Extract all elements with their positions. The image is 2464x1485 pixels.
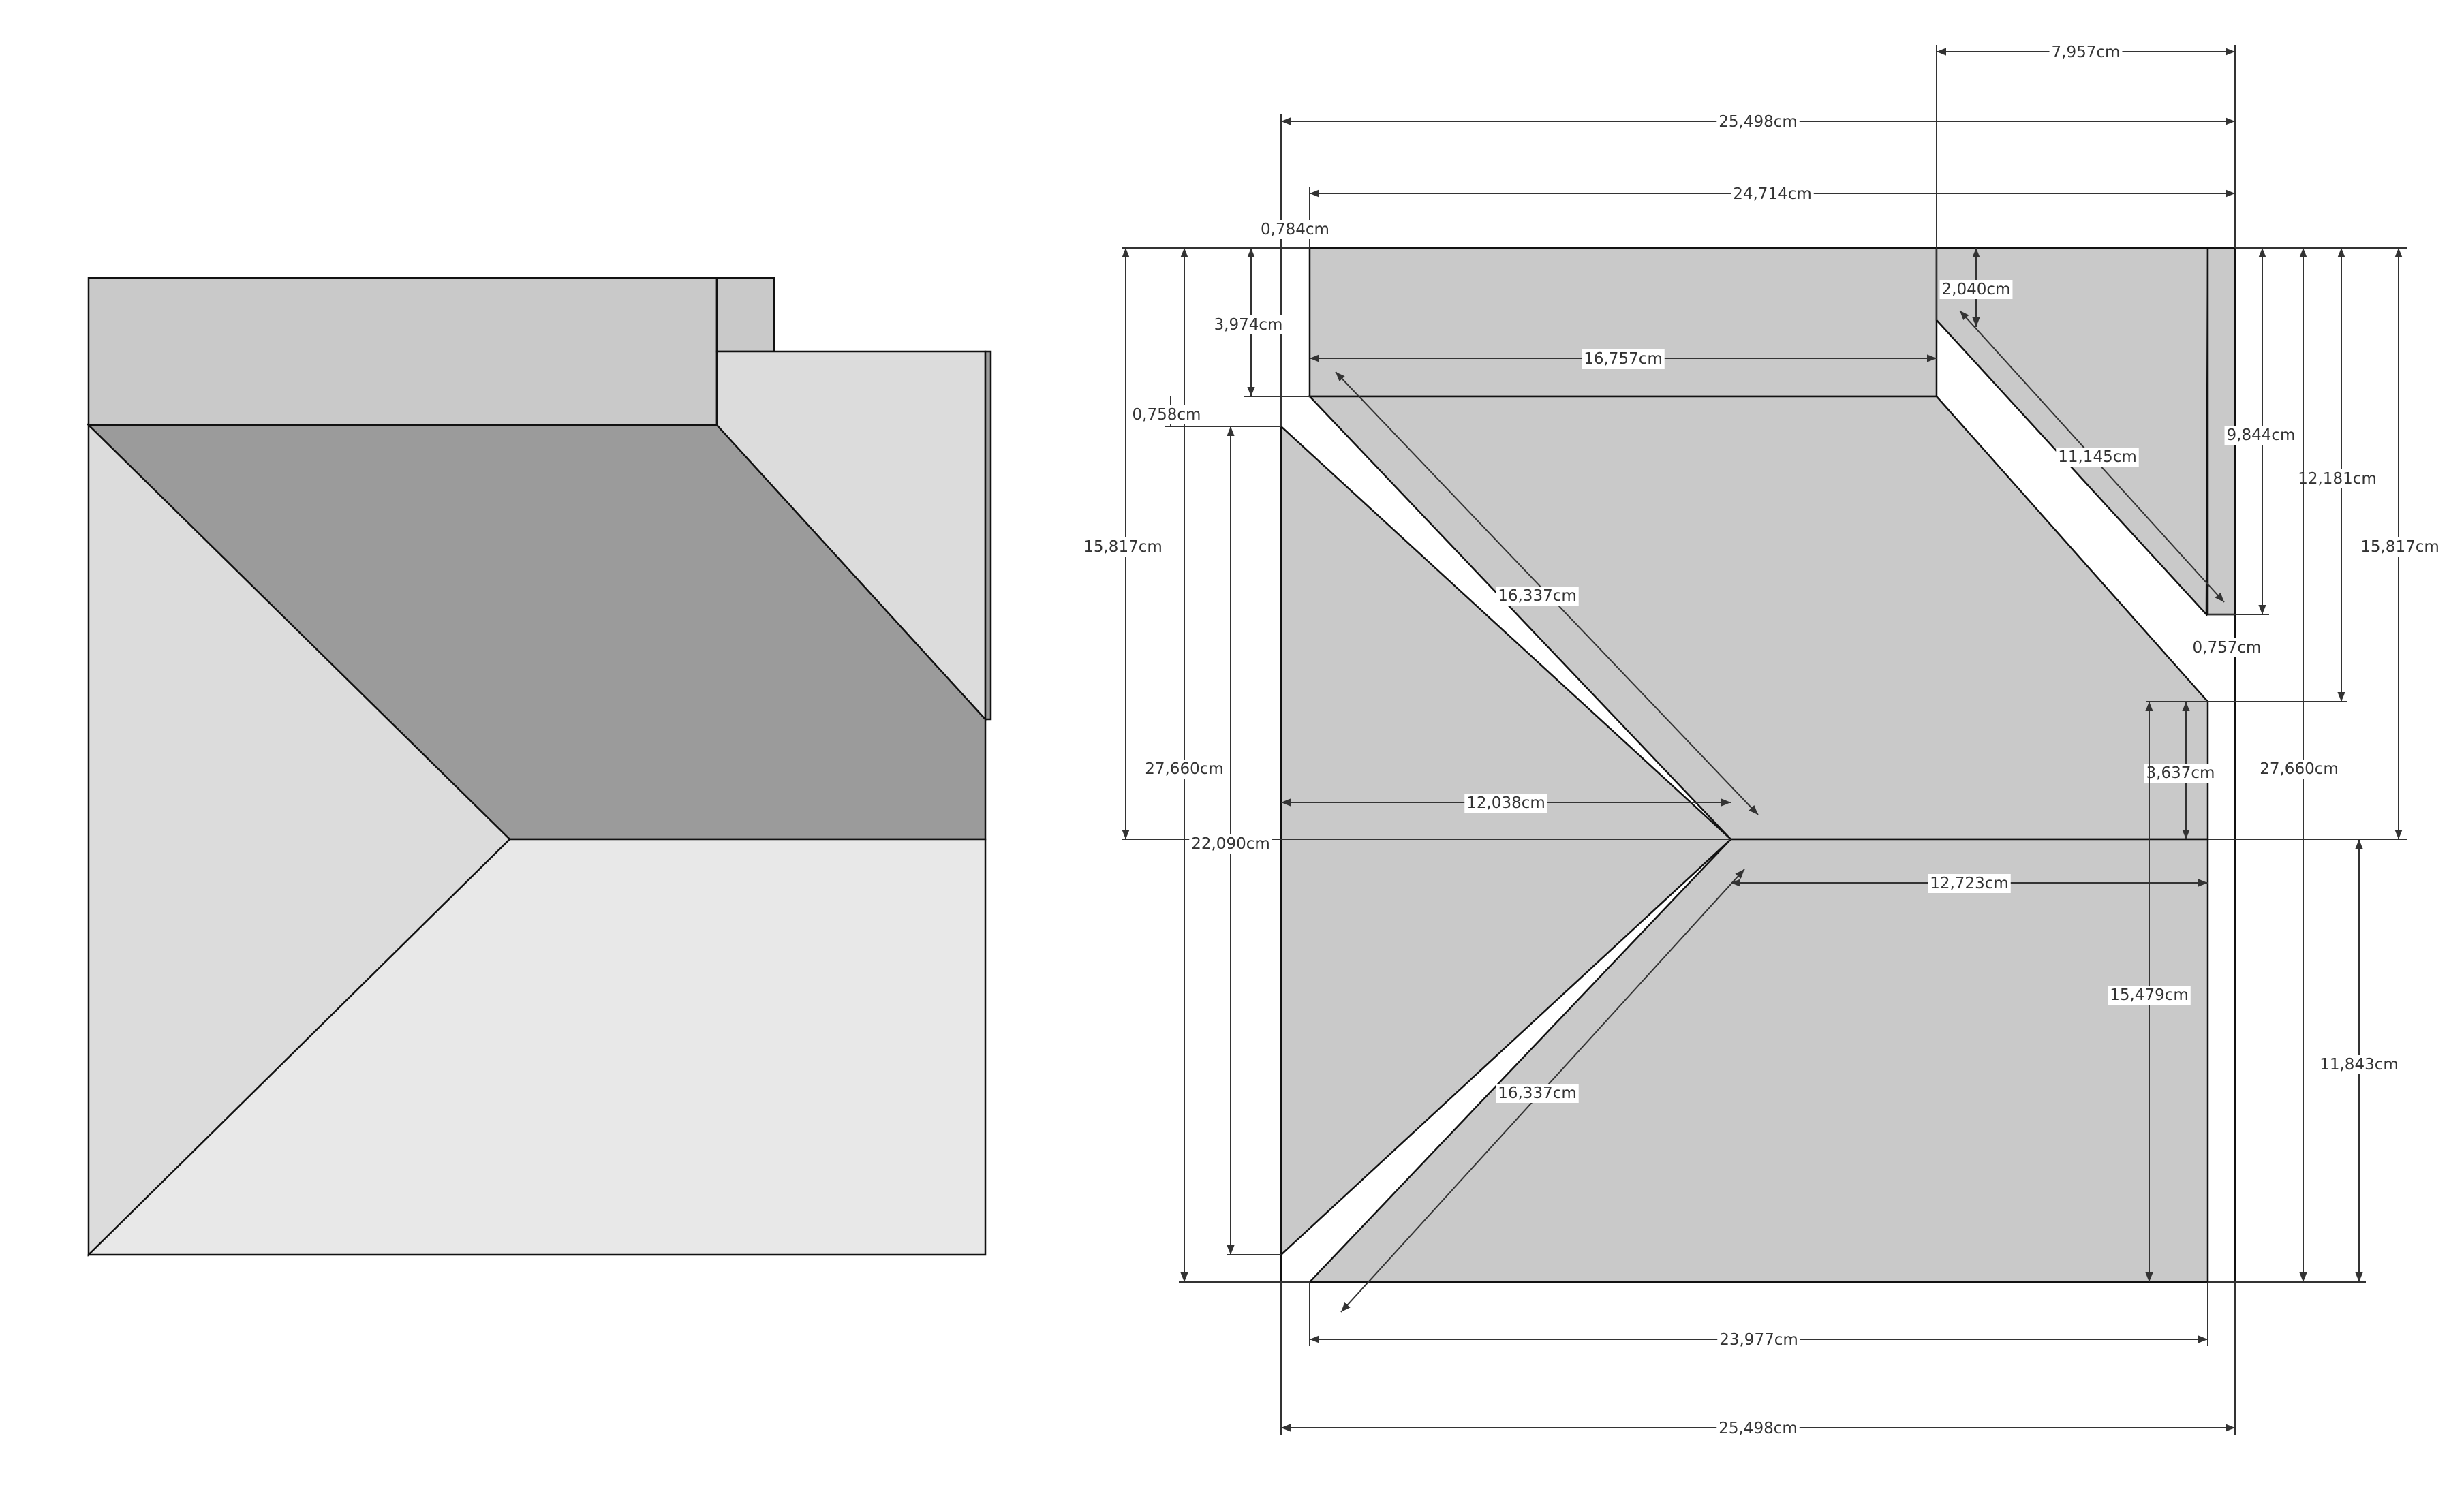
dim-corner-gap: 2,040cm bbox=[1942, 281, 2011, 298]
dim-label-backing bbox=[1582, 349, 1665, 369]
dim-right-small-height: 3,637cm bbox=[2146, 764, 2215, 782]
dim-label-backing bbox=[2317, 1055, 2401, 1074]
dim-label-backing bbox=[1496, 1084, 1579, 1103]
dim-left-inner-height: 22,090cm bbox=[1191, 835, 1270, 853]
dim-right-height-total: 27,660cm bbox=[2260, 760, 2339, 778]
dim-right-height-mid: 12,181cm bbox=[2298, 470, 2377, 488]
dim-total-width-bottom: 25,498cm bbox=[1719, 1420, 1798, 1437]
dim-slot-diagonal: 11,145cm bbox=[2058, 448, 2137, 466]
dim-label-backing bbox=[2190, 638, 2264, 657]
flat-pattern-view bbox=[1280, 247, 2236, 1283]
dim-label-backing bbox=[1081, 537, 1165, 557]
dim-label-backing bbox=[1717, 1330, 1800, 1349]
dim-left-offset-top: 0,784cm bbox=[1261, 221, 1329, 238]
dim-ridge-left-width: 12,038cm bbox=[1466, 794, 1545, 812]
roof-3d-view bbox=[86, 277, 992, 1257]
dim-slot-height: 9,844cm bbox=[2227, 426, 2296, 444]
dim-top-right-width: 7,957cm bbox=[2052, 44, 2121, 61]
dim-right-lower-height: 11,843cm bbox=[2320, 1056, 2399, 1074]
dim-label-backing bbox=[1189, 834, 1272, 854]
dim-label-backing bbox=[2358, 537, 2442, 557]
dim-right-height-upper: 15,817cm bbox=[2360, 538, 2439, 556]
dim-label-backing bbox=[1716, 1419, 1800, 1438]
dim-left-height-upper: 15,817cm bbox=[1083, 538, 1162, 556]
roof-chimney-step bbox=[715, 277, 775, 353]
roof-front-face bbox=[86, 838, 987, 1256]
dim-top-strip-height: 3,974cm bbox=[1214, 316, 1283, 334]
dim-label-backing bbox=[1731, 185, 1814, 204]
dim-label-backing bbox=[1716, 112, 1800, 131]
dim-label-backing bbox=[2144, 764, 2217, 783]
dim-label-backing bbox=[1939, 280, 2013, 299]
dim-diagonal-lower: 16,337cm bbox=[1498, 1084, 1577, 1102]
dim-label-backing bbox=[2056, 448, 2139, 467]
dim-label-backing bbox=[1928, 874, 2011, 893]
dim-top-panel-width: 16,757cm bbox=[1584, 350, 1663, 368]
pattern-top-panel bbox=[1308, 247, 1938, 398]
dim-label-backing bbox=[2296, 469, 2379, 488]
dim-left-height-total: 27,660cm bbox=[1145, 760, 1224, 778]
dim-ridge-right-width: 12,723cm bbox=[1930, 875, 2009, 892]
dim-inner-width-top: 24,714cm bbox=[1733, 185, 1812, 203]
dim-left-step: 0,758cm bbox=[1133, 406, 1201, 424]
dim-bottom-inner-width: 23,977cm bbox=[1719, 1331, 1798, 1349]
roof-gable-edge bbox=[984, 350, 992, 721]
dim-label-backing bbox=[2108, 986, 2191, 1005]
dim-right-inner-height: 15,479cm bbox=[2110, 986, 2189, 1004]
dimensions: 7,957cm 25,498cm 24,714cm 0,784cm 16,757… bbox=[1081, 43, 2442, 1438]
dim-label-backing bbox=[2224, 426, 2298, 445]
dim-label-backing bbox=[2049, 43, 2123, 62]
dim-label-backing bbox=[1130, 405, 1203, 424]
roof-back-ridge-face bbox=[87, 277, 718, 426]
dim-label-backing bbox=[1212, 315, 1285, 334]
dim-label-backing bbox=[1143, 760, 1226, 779]
dim-total-width-top: 25,498cm bbox=[1719, 113, 1798, 131]
dim-label-backing bbox=[1259, 220, 1331, 239]
dim-label-backing bbox=[2258, 760, 2341, 779]
dim-slot-width: 0,757cm bbox=[2193, 639, 2262, 657]
dim-label-backing bbox=[1496, 587, 1579, 606]
dim-diagonal-upper: 16,337cm bbox=[1498, 587, 1577, 605]
